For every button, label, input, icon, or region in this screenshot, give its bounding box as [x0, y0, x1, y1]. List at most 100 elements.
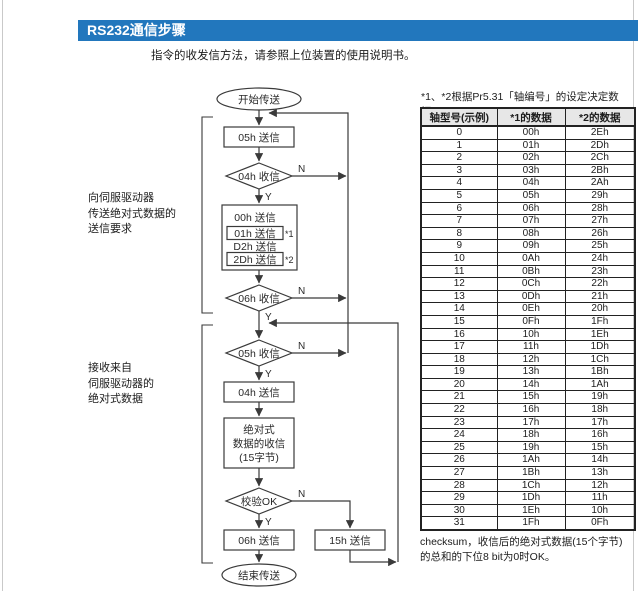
table-cell: 1Dh [564, 340, 636, 354]
column-header-axis: 轴型号(示例) [420, 107, 498, 127]
table-cell: 26 [420, 453, 498, 468]
table-cell: 1Ah [564, 377, 636, 392]
checksum-note-line: 的总和的下位8 bit为0时OK。 [420, 551, 556, 563]
table-cell: 20h [564, 302, 636, 316]
page-edge-left [2, 0, 3, 591]
branch-no-recv05: N [298, 341, 305, 352]
table-cell: 24 [420, 428, 498, 442]
table-cell: 1Fh [564, 314, 636, 329]
end-terminal-label: 结束传送 [238, 569, 280, 582]
node-multi-send-box2 [226, 251, 284, 267]
table-cell: 1 [420, 138, 498, 153]
table-cell: 1Fh [496, 516, 566, 531]
table-cell: 21 [420, 390, 498, 405]
table-cell: 10 [420, 251, 498, 266]
table-cell: 1Bh [564, 365, 636, 379]
group-label-line: 向伺服驱动器 [88, 192, 154, 204]
table-cell: 08h [496, 226, 566, 241]
table-cell: 0Ah [496, 251, 566, 266]
multi-send-line-01h: 01h 送信 [234, 227, 275, 240]
table-cell: 4 [420, 176, 498, 190]
table-cell: 0Fh [564, 516, 636, 531]
recv-05h-label: 05h 收信 [238, 347, 279, 360]
send-04h-label: 04h 送信 [238, 386, 279, 399]
table-cell: 13 [420, 289, 498, 304]
branch-yes-recv04: Y [265, 192, 272, 203]
table-cell: 22h [564, 277, 636, 291]
table-cell: 14h [496, 377, 566, 392]
table-cell: 14 [420, 302, 498, 316]
connector-retry-loop-2 [268, 318, 399, 562]
table-cell: 1Ch [496, 478, 566, 493]
table-cell: 0Bh [496, 264, 566, 279]
send-15h-label: 15h 送信 [329, 534, 370, 547]
table-cell: 12h [564, 478, 636, 493]
table-cell: 03h [496, 163, 566, 178]
table-cell: 1Dh [496, 491, 566, 505]
recv-06h-label: 06h 收信 [238, 292, 279, 305]
group-bracket-send-request [201, 116, 213, 314]
node-send-05h [223, 126, 295, 148]
group-label-receive-data: 接收来自 伺服驱动器的 绝对式数据 [88, 361, 154, 408]
node-checksum-ok [224, 487, 294, 515]
table-cell: 2Bh [564, 163, 636, 178]
table-cell: 2Ah [564, 176, 636, 190]
table-cell: 11h [564, 491, 636, 505]
node-abs-data-recv [223, 417, 295, 469]
table-cell: 8 [420, 226, 498, 241]
group-label-send-request: 向伺服驱动器 传送绝对式数据的 送信要求 [88, 191, 176, 238]
table-cell: 25 [420, 440, 498, 455]
multi-send-line-d2h: D2h 送信 [233, 240, 276, 253]
table-cell: 16h [564, 428, 636, 442]
node-recv-05h [224, 339, 294, 367]
table-cell: 1Eh [496, 503, 566, 518]
abs-recv-line-2: 数据的收信 [233, 437, 286, 450]
node-multi-send-box1 [226, 225, 284, 241]
table-cell: 2Ch [564, 151, 636, 165]
table-cell: 7 [420, 214, 498, 228]
table-cell: 13h [564, 466, 636, 480]
table-cell: 28 [420, 478, 498, 493]
send-06h-label: 06h 送信 [238, 534, 279, 547]
connector-retry-loop-1 [268, 108, 349, 353]
table-cell: 15h [564, 440, 636, 455]
checksum-note-line: checksum，收信后的绝对式数据(15个字节) [420, 536, 623, 548]
checksum-note: checksum，收信后的绝对式数据(15个字节) 的总和的下位8 bit为0时… [420, 535, 622, 565]
table-cell: 18 [420, 352, 498, 367]
table-cell: 19h [564, 390, 636, 405]
group-label-line: 送信要求 [88, 223, 132, 235]
section-title: RS232通信步骤 [87, 22, 186, 38]
group-label-line: 接收来自 [88, 362, 132, 374]
table-cell: 0Fh [496, 314, 566, 329]
table-cell: 15h [496, 390, 566, 405]
table-cell: 04h [496, 176, 566, 190]
node-send-04h [223, 381, 295, 403]
table-cell: 05h [496, 188, 566, 203]
table-cell: 10h [564, 503, 636, 518]
table-cell: 21h [564, 289, 636, 304]
branch-yes-check: Y [265, 517, 272, 528]
table-cell: 27h [564, 214, 636, 228]
table-cell: 6 [420, 201, 498, 216]
node-recv-04h [224, 162, 294, 190]
table-cell: 20 [420, 377, 498, 392]
table-cell: 18h [496, 428, 566, 442]
